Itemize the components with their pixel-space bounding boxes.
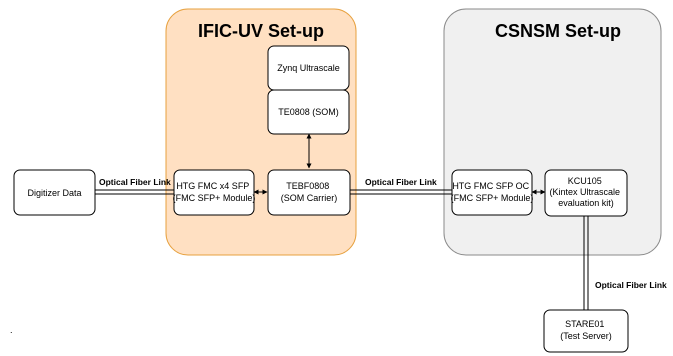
- kcu105-line-3: evaluation kit): [558, 198, 614, 208]
- zynq-line-1: Zynq Ultrascale: [277, 63, 340, 73]
- stare01-line-2: (Test Server): [560, 331, 612, 341]
- htg-fmc-x4-sfp-node: HTG FMC x4 SFP (FMC SFP+ Module): [173, 169, 256, 216]
- fiber-link-label-1: Optical Fiber Link: [99, 177, 171, 187]
- stare01-test-server-node: STARE01 (Test Server): [543, 309, 629, 353]
- kcu105-label: KCU105 (Kintex Ultrascale evaluation kit…: [549, 176, 622, 208]
- stare01-line-1: STARE01: [565, 319, 604, 329]
- htg-x4-line-2: (FMC SFP+ Module): [173, 193, 256, 203]
- stare01-label: STARE01 (Test Server): [560, 319, 612, 341]
- zynq-ultrascale-label: Zynq Ultrascale: [277, 63, 340, 73]
- htg-fmc-sfp-oc-label: HTG FMC SFP OC (FMC SFP+ Module): [451, 181, 534, 203]
- fiber-link-kcu-stare: [583, 216, 589, 310]
- te0808-som-node: TE0808 (SOM): [267, 89, 350, 135]
- htg-fmc-sfp-oc-node: HTG FMC SFP OC (FMC SFP+ Module): [451, 169, 534, 216]
- tebf0808-line-2: (SOM Carrier): [281, 193, 338, 203]
- fiber-link-label-2: Optical Fiber Link: [365, 177, 437, 187]
- fiber-link-tebf-htgoc: [350, 189, 452, 195]
- kcu105-node: KCU105 (Kintex Ultrascale evaluation kit…: [544, 169, 628, 217]
- ific-uv-setup-title: IFIC-UV Set-up: [198, 21, 324, 41]
- zynq-ultrascale-node: Zynq Ultrascale: [267, 45, 350, 91]
- tebf0808-som-carrier-node: TEBF0808 (SOM Carrier): [267, 169, 351, 216]
- digitizer-data-label: Digitizer Data: [27, 188, 81, 198]
- kcu105-line-1: KCU105: [568, 176, 602, 186]
- te0808-som-label: TE0808 (SOM): [278, 107, 339, 117]
- fiber-link-digitizer-htg: [95, 189, 174, 195]
- te0808-line-1: TE0808 (SOM): [278, 107, 339, 117]
- kcu105-line-2: (Kintex Ultrascale: [549, 187, 620, 197]
- tebf0808-line-1: TEBF0808: [286, 181, 329, 191]
- tebf0808-label: TEBF0808 (SOM Carrier): [281, 181, 338, 203]
- fiber-link-label-3: Optical Fiber Link: [595, 280, 667, 290]
- htg-fmc-x4-sfp-label: HTG FMC x4 SFP (FMC SFP+ Module): [173, 181, 256, 203]
- htg-oc-line-2: (FMC SFP+ Module): [451, 193, 534, 203]
- csnsm-setup-group: [443, 8, 662, 256]
- csnsm-setup-title: CSNSM Set-up: [495, 21, 621, 41]
- digitizer-line-1: Digitizer Data: [27, 188, 81, 198]
- htg-oc-line-1: HTG FMC SFP OC: [452, 181, 529, 191]
- corner-dot: .: [10, 325, 13, 335]
- htg-x4-line-1: HTG FMC x4 SFP: [176, 181, 249, 191]
- digitizer-data-node: Digitizer Data: [13, 169, 96, 216]
